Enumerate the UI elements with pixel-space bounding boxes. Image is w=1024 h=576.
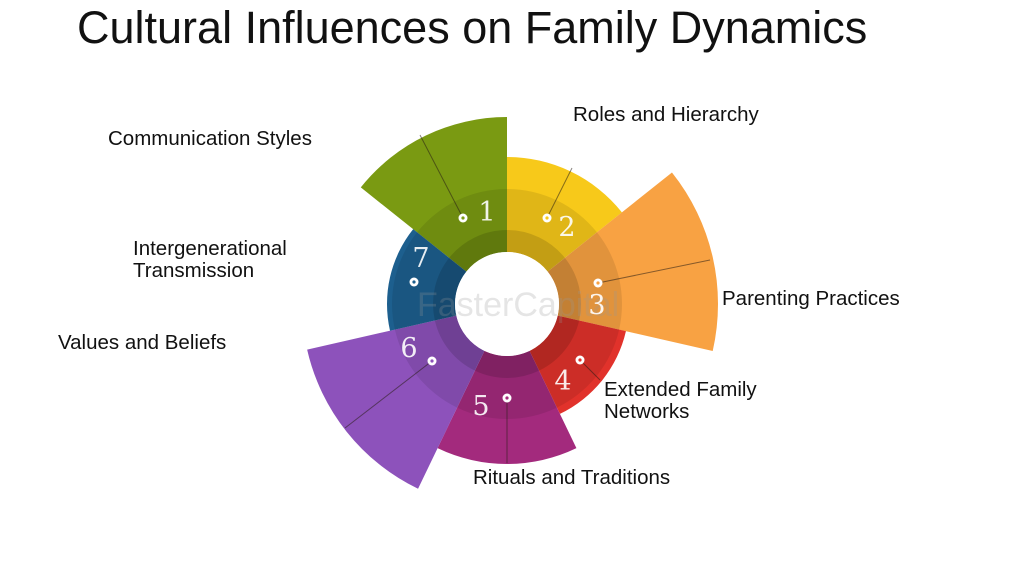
segment-number: 5 [472, 391, 489, 422]
label-roles-and-hierarchy: Roles and Hierarchy [573, 103, 759, 126]
leader-line [419, 134, 464, 219]
marker-dot-center [578, 358, 582, 362]
label-line: Networks [604, 400, 690, 423]
marker-dot-center [430, 359, 434, 363]
segment-4 [529, 315, 626, 414]
segment-core-band [449, 230, 507, 272]
segment-core-band [434, 315, 485, 371]
marker-dot-center [596, 281, 600, 285]
center-circle [455, 252, 559, 356]
label-rituals-and-traditions: Rituals and Traditions [473, 466, 671, 489]
segment-inner-band [394, 315, 485, 408]
leader-line [546, 167, 573, 219]
segment-number: 4 [554, 366, 571, 397]
label-line: Transmission [133, 259, 255, 282]
label-communication-styles: Communication Styles [108, 127, 312, 150]
segment-number: 6 [400, 333, 417, 364]
segment-inner-band [547, 232, 622, 330]
segment-inner-band [392, 232, 467, 330]
segment-3 [547, 172, 718, 351]
segment-number: 2 [558, 212, 575, 243]
segment-core-band [507, 230, 565, 272]
segment-number: 3 [588, 290, 605, 321]
segment-core-band [529, 315, 580, 371]
label-parenting-practices: Parenting Practices [722, 287, 900, 310]
label-intergenerational-transmission: Intergenerational Transmission [133, 238, 287, 282]
segment-inner-band [457, 350, 557, 419]
segment-number: 1 [478, 197, 495, 228]
segment-core-band [547, 257, 581, 321]
segment-2 [507, 157, 622, 272]
label-line: Intergenerational [133, 237, 287, 260]
segment-6 [307, 315, 485, 489]
marker-dot-center [412, 280, 416, 284]
watermark: FasterCapital [417, 286, 619, 324]
segment-inner-band [417, 189, 507, 272]
marker-dot-center [545, 216, 549, 220]
label-extended-family-networks: Extended Family Networks [604, 379, 757, 423]
segment-core-band [474, 350, 540, 378]
segment-1 [360, 117, 507, 272]
leader-line [597, 259, 711, 284]
leader-line [344, 360, 433, 429]
segment-inner-band [529, 315, 620, 408]
segment-core-band [433, 257, 467, 321]
label-values-and-beliefs: Values and Beliefs [58, 331, 227, 354]
label-line: Extended Family [604, 378, 757, 401]
segment-inner-band [507, 188, 597, 272]
page-title: Cultural Influences on Family Dynamics [77, 2, 868, 53]
segment-7 [387, 229, 467, 331]
marker-dot-center [461, 216, 465, 220]
marker-dot-center [505, 396, 509, 400]
leader-line [579, 359, 601, 381]
segment-number: 7 [412, 243, 429, 274]
